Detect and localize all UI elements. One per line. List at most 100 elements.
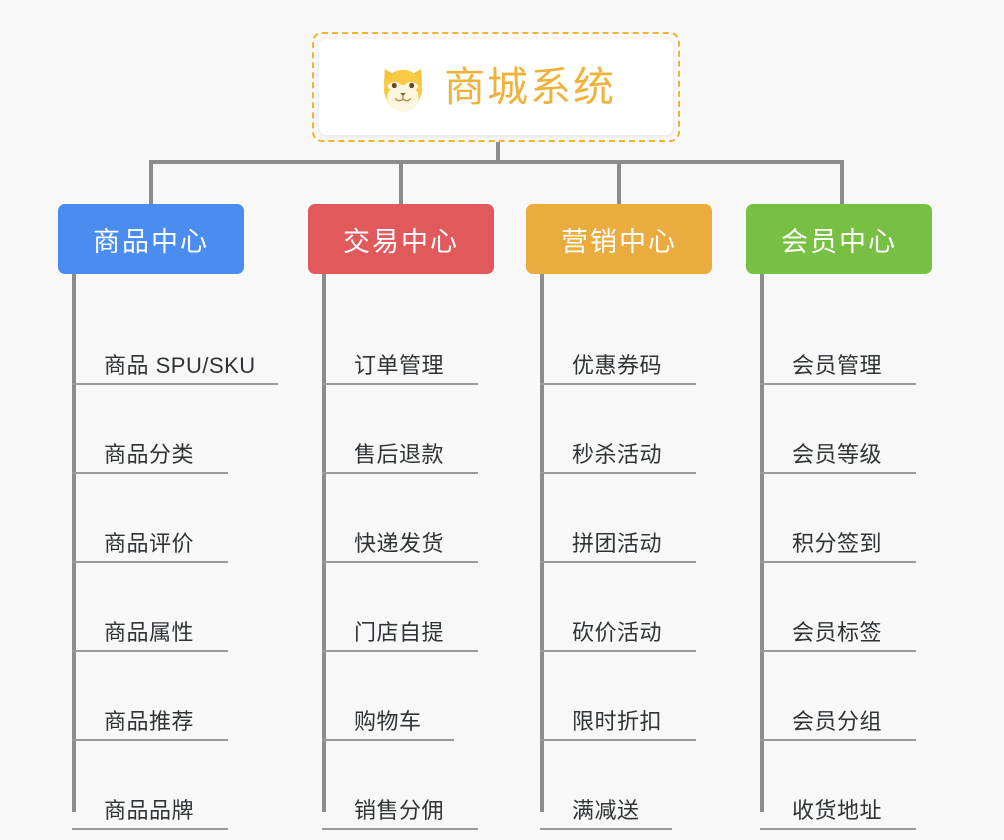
list-item[interactable]: 订单管理 [322,296,494,385]
leaf-label: 优惠券码 [572,352,663,378]
category-header-trade-center[interactable]: 交易中心 [308,204,494,274]
leaf-underline [72,739,228,741]
leaf-label: 商品推荐 [104,708,195,734]
leaf-underline [540,472,696,474]
list-item[interactable]: 商品 SPU/SKU [72,296,278,385]
list-item[interactable]: 商品分类 [72,385,244,474]
leaf-label: 收货地址 [792,797,883,823]
connector-drop-member-center [840,160,844,206]
leaf-label: 会员等级 [792,441,883,467]
leaf-list-product-center: 商品 SPU/SKU 商品分类 商品评价 商品属性 商品推荐 商品品牌 [72,274,278,830]
list-item[interactable]: 会员管理 [760,296,932,385]
list-item[interactable]: 秒杀活动 [540,385,712,474]
leaf-underline [72,561,228,563]
list-item[interactable]: 会员分组 [760,652,932,741]
leaf-label: 商品分类 [104,441,195,467]
list-item[interactable]: 商品评价 [72,474,244,563]
root-node-card: 商城系统 [319,39,673,135]
leaf-label: 会员管理 [792,352,883,378]
list-item[interactable]: 积分签到 [760,474,932,563]
leaf-underline [72,650,228,652]
list-item[interactable]: 砍价活动 [540,563,712,652]
leaf-label: 商品品牌 [104,797,195,823]
connector-horizontal-bus [149,160,844,164]
list-item[interactable]: 限时折扣 [540,652,712,741]
leaf-label: 快递发货 [354,530,445,556]
leaf-underline [72,383,278,385]
list-item[interactable]: 满减送 [540,741,712,830]
leaf-underline [760,828,916,830]
list-item[interactable]: 商品属性 [72,563,244,652]
leaf-label: 商品属性 [104,619,195,645]
branch-trade-center: 交易中心 订单管理 售后退款 快递发货 门店自提 购物车 [308,204,494,830]
shiba-dog-face-icon [376,64,430,112]
leaf-underline [322,739,454,741]
branch-spine [322,274,326,812]
leaf-label: 会员标签 [792,619,883,645]
list-item[interactable]: 快递发货 [322,474,494,563]
category-header-marketing-center[interactable]: 营销中心 [526,204,712,274]
leaf-underline [540,828,672,830]
root-node[interactable]: 商城系统 [312,32,680,142]
connector-drop-product-center [149,160,153,206]
leaf-label: 拼团活动 [572,530,663,556]
leaf-label: 订单管理 [354,352,445,378]
category-label: 交易中心 [343,226,459,257]
leaf-underline [540,383,696,385]
leaf-label: 砍价活动 [572,619,663,645]
leaf-label: 满减送 [572,797,640,823]
leaf-underline [760,650,916,652]
leaf-list-marketing-center: 优惠券码 秒杀活动 拼团活动 砍价活动 限时折扣 满减送 [540,274,712,830]
leaf-label: 商品 SPU/SKU [104,352,256,378]
leaf-underline [540,739,696,741]
branch-marketing-center: 营销中心 优惠券码 秒杀活动 拼团活动 砍价活动 限时折扣 [526,204,712,830]
leaf-label: 门店自提 [354,619,445,645]
list-item[interactable]: 拼团活动 [540,474,712,563]
list-item[interactable]: 购物车 [322,652,494,741]
list-item[interactable]: 商品推荐 [72,652,244,741]
branch-spine [72,274,76,812]
leaf-underline [540,561,696,563]
list-item[interactable]: 销售分佣 [322,741,494,830]
list-item[interactable]: 门店自提 [322,563,494,652]
leaf-underline [760,739,916,741]
connector-root-stem [496,142,500,162]
category-header-member-center[interactable]: 会员中心 [746,204,932,274]
root-title: 商城系统 [444,63,616,110]
list-item[interactable]: 会员标签 [760,563,932,652]
leaf-list-trade-center: 订单管理 售后退款 快递发货 门店自提 购物车 销售分佣 [322,274,494,830]
branch-spine [540,274,544,812]
leaf-underline [760,383,916,385]
leaf-label: 销售分佣 [354,797,445,823]
leaf-underline [322,650,478,652]
leaf-underline [322,561,478,563]
leaf-label: 售后退款 [354,441,445,467]
leaf-label: 商品评价 [104,530,195,556]
leaf-underline [322,472,478,474]
list-item[interactable]: 会员等级 [760,385,932,474]
leaf-label: 限时折扣 [572,708,663,734]
leaf-underline [760,472,916,474]
list-item[interactable]: 商品品牌 [72,741,244,830]
list-item[interactable]: 优惠券码 [540,296,712,385]
list-item[interactable]: 收货地址 [760,741,932,830]
category-label: 商品中心 [93,226,209,257]
leaf-underline [322,828,478,830]
leaf-label: 会员分组 [792,708,883,734]
leaf-underline [540,650,696,652]
category-label: 营销中心 [561,226,677,257]
branch-product-center: 商品中心 商品 SPU/SKU 商品分类 商品评价 商品属性 商品推荐 [58,204,278,830]
category-label: 会员中心 [781,226,897,257]
leaf-underline [760,561,916,563]
list-item[interactable]: 售后退款 [322,385,494,474]
leaf-label: 积分签到 [792,530,883,556]
leaf-underline [72,472,228,474]
branch-member-center: 会员中心 会员管理 会员等级 积分签到 会员标签 会员分组 [746,204,932,830]
leaf-label: 秒杀活动 [572,441,663,467]
branch-spine [760,274,764,812]
connector-drop-marketing-center [617,160,621,206]
category-header-product-center[interactable]: 商品中心 [58,204,244,274]
leaf-underline [322,383,478,385]
leaf-underline [72,828,228,830]
